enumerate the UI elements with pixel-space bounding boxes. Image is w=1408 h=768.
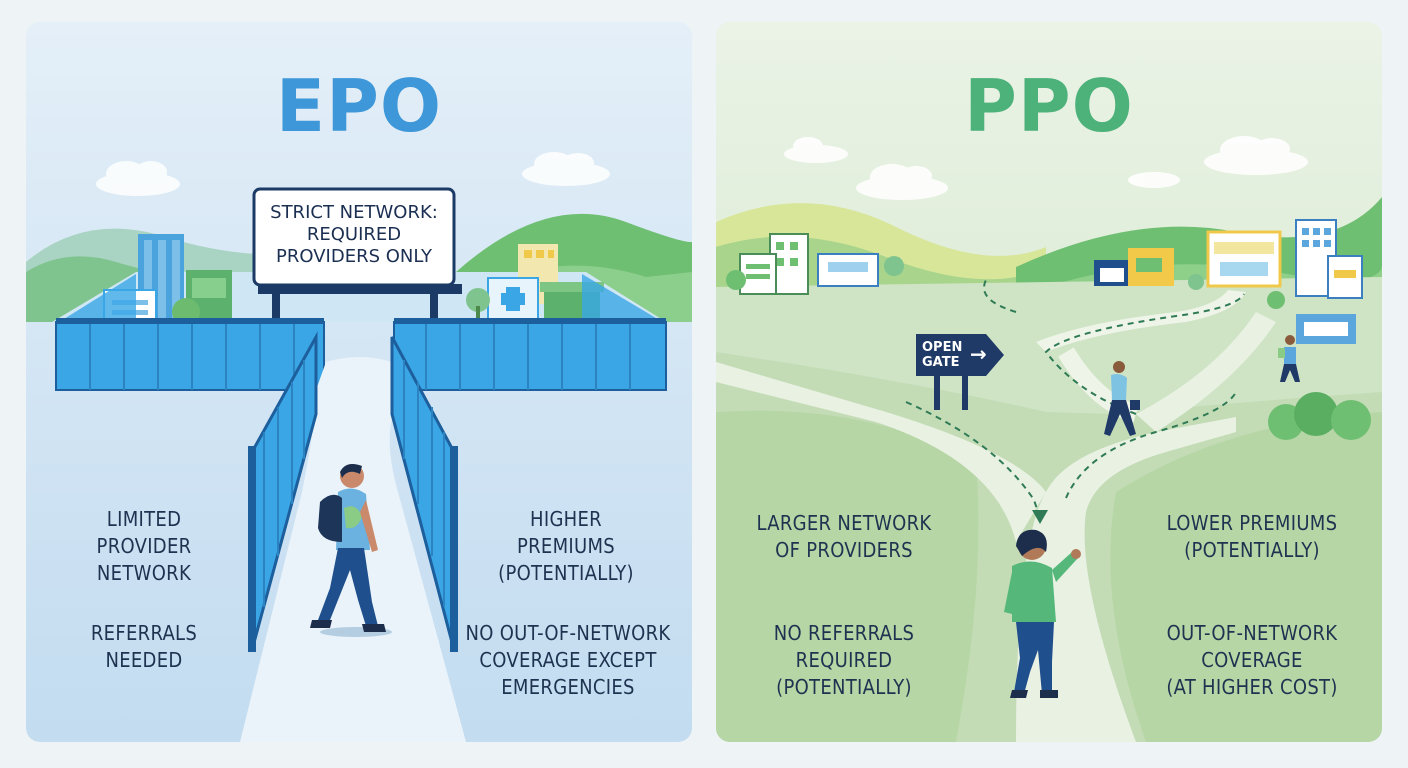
epo-note-limited-network: LIMITED PROVIDER NETWORK	[46, 506, 242, 587]
epo-scene	[26, 152, 692, 742]
epo-note-line: NETWORK	[96, 561, 192, 585]
ppo-note-larger-network: LARGER NETWORK OF PROVIDERS	[732, 510, 956, 564]
ppo-note-line: LOWER PREMIUMS	[1166, 511, 1338, 535]
ppo-note-line: (POTENTIALLY)	[776, 675, 912, 699]
epo-note-line: PROVIDER	[96, 534, 192, 558]
ppo-note-line: (AT HIGHER COST)	[1166, 675, 1338, 699]
ppo-note-line: (POTENTIALLY)	[1184, 538, 1320, 562]
epo-sign-bar	[258, 284, 462, 294]
ppo-note-line: COVERAGE	[1201, 648, 1303, 672]
ppo-scene	[716, 136, 1382, 742]
ppo-panel: PPO OPEN GATE → LARGER NETWORK OF PROVID…	[716, 22, 1382, 742]
epo-sign-line-3: PROVIDERS ONLY	[276, 246, 432, 267]
ppo-paths	[716, 279, 1276, 742]
ppo-note-line: OF PROVIDERS	[775, 538, 913, 562]
epo-note-line: HIGHER	[530, 507, 602, 531]
epo-note-line: PREMIUMS	[516, 534, 616, 558]
epo-sign-text: STRICT NETWORK: REQUIRED PROVIDERS ONLY	[256, 202, 452, 268]
ppo-note-out-of-network: OUT-OF-NETWORK COVERAGE (AT HIGHER COST)	[1142, 620, 1362, 701]
ppo-note-line: REQUIRED	[795, 648, 893, 672]
epo-sign-board	[252, 187, 456, 287]
epo-sign-line-1: STRICT NETWORK:	[270, 202, 438, 223]
ppo-note-no-referrals: NO REFERRALS REQUIRED (POTENTIALLY)	[732, 620, 956, 701]
ppo-field-right	[1110, 412, 1382, 742]
epo-note-line: NO OUT-OF-NETWORK	[465, 621, 671, 645]
epo-walking-person	[310, 464, 392, 637]
ppo-gate-line-2: GATE	[922, 355, 960, 370]
epo-note-line: REFERRALS	[90, 621, 198, 645]
ppo-gate-text: OPEN GATE	[922, 340, 986, 370]
ppo-gate-sign	[916, 334, 1004, 410]
epo-clouds	[96, 152, 610, 196]
epo-sign-post-left	[272, 282, 280, 332]
ppo-note-lower-premiums: LOWER PREMIUMS (POTENTIALLY)	[1142, 510, 1362, 564]
epo-title: EPO	[275, 64, 443, 148]
ppo-title: PPO	[964, 64, 1134, 148]
ppo-note-line: OUT-OF-NETWORK	[1166, 621, 1338, 645]
epo-back-fence	[55, 274, 667, 391]
epo-note-line: (POTENTIALLY)	[498, 561, 634, 585]
epo-sign-post-right	[430, 282, 438, 332]
epo-corridor-fence-right	[390, 336, 458, 652]
ppo-walker-front	[1004, 529, 1081, 698]
epo-note-line: LIMITED	[106, 507, 182, 531]
ppo-gate-line-1: OPEN	[922, 340, 963, 355]
epo-buildings	[103, 234, 604, 330]
ppo-note-line: LARGER NETWORK	[756, 511, 932, 535]
ppo-note-line: NO REFERRALS	[773, 621, 915, 645]
ppo-walker-far	[1278, 335, 1300, 382]
epo-sign-line-2: REQUIRED	[306, 224, 402, 245]
ppo-walker-middle	[1104, 361, 1140, 436]
epo-note-referrals: REFERRALS NEEDED	[46, 620, 242, 674]
arrow-right-icon: →	[970, 342, 987, 366]
ppo-field-left	[716, 410, 979, 742]
epo-corridor-fence-left	[248, 331, 318, 652]
epo-note-out-of-network: NO OUT-OF-NETWORK COVERAGE EXCEPT EMERGE…	[452, 620, 684, 701]
ppo-buildings	[726, 219, 1371, 440]
epo-note-line: EMERGENCIES	[501, 675, 635, 699]
epo-note-higher-premiums: HIGHER PREMIUMS (POTENTIALLY)	[458, 506, 674, 587]
epo-note-line: NEEDED	[105, 648, 183, 672]
epo-panel: EPO STRICT NETWORK: REQUIRED PROVIDERS O…	[26, 22, 692, 742]
ppo-clouds	[784, 136, 1308, 200]
epo-note-line: COVERAGE EXCEPT	[479, 648, 657, 672]
